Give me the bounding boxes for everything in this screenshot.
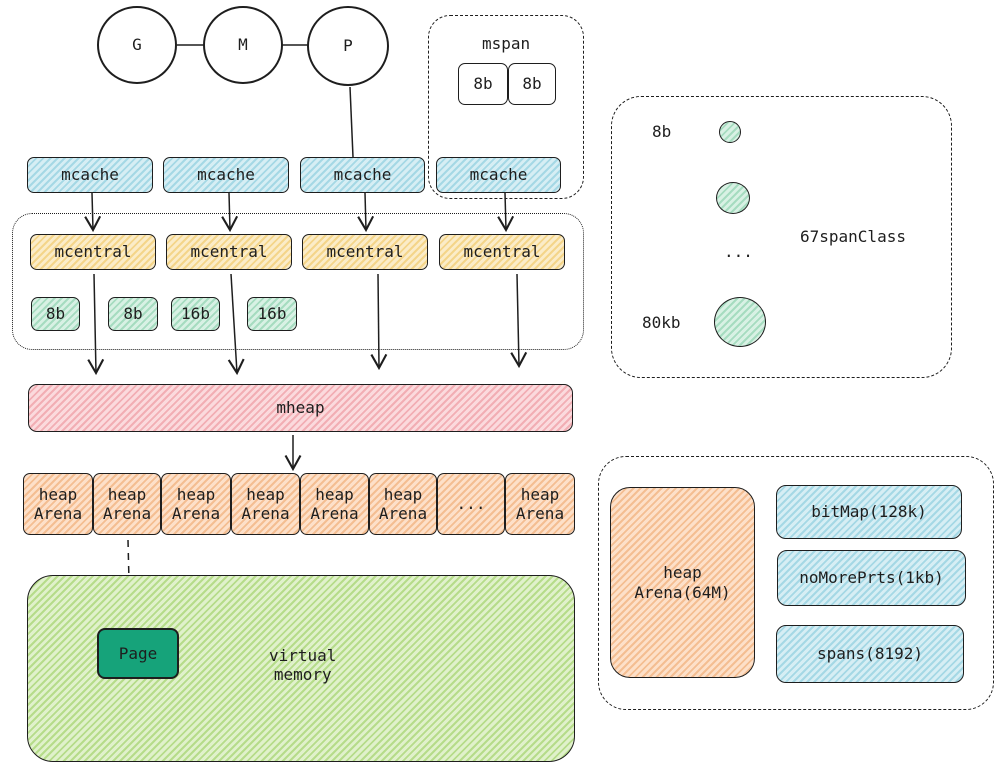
machine-label: M [238, 35, 248, 55]
mspan-title: mspan [482, 34, 531, 53]
page-block: Page [97, 628, 179, 679]
heap-arena-1: heap Arena [23, 473, 93, 535]
p-mcache-connector [349, 86, 354, 158]
span-class-dot-small [719, 121, 741, 143]
mcentral-mheap-arrow-2 [227, 273, 245, 376]
span-class-large-label: 80kb [642, 313, 681, 332]
mcentral-mheap-arrow-4 [510, 273, 528, 369]
mheap-bar: mheap [28, 384, 573, 432]
arena-detail-bitmap: bitMap(128k) [776, 485, 962, 539]
span-class-ellipsis: ... [724, 242, 753, 261]
mcentral-3: mcentral [302, 234, 428, 270]
span-class-dot-medium [716, 182, 750, 214]
mcache-4: mcache [436, 157, 561, 193]
span-class-small-label: 8b [652, 122, 672, 141]
heap-arena-6: heap Arena [369, 473, 437, 535]
heap-arena-4: heap Arena [231, 473, 300, 535]
machine-node: M [203, 6, 283, 84]
virtual-memory-label: virtual memory [269, 646, 337, 685]
goroutine-node: G [97, 6, 177, 84]
span-block-1: 8b [31, 297, 80, 331]
heap-arena-3: heap Arena [161, 473, 231, 535]
mcache-mcentral-arrow-2 [221, 192, 239, 233]
mcentral-group [12, 213, 584, 350]
mspan-group [428, 15, 584, 199]
arena-detail-spans: spans(8192) [776, 625, 964, 683]
processor-node: P [307, 6, 389, 86]
mcentral-mheap-arrow-3 [370, 273, 388, 371]
heap-arena-2: heap Arena [93, 473, 161, 535]
arena-detail-panel [598, 456, 994, 710]
mcache-1: mcache [27, 157, 153, 193]
span-block-4: 16b [247, 297, 297, 331]
heap-arena-last: heap Arena [505, 473, 575, 535]
mspan-block-2: 8b [508, 63, 556, 105]
span-block-3: 16b [171, 297, 220, 331]
heap-arena-ellipsis: ... [437, 473, 505, 535]
span-class-dot-large [714, 297, 766, 347]
span-class-title: 67spanClass [800, 227, 906, 246]
mcache-3: mcache [300, 157, 425, 193]
mcentral-mheap-arrow-1 [87, 273, 105, 376]
mcache-mcentral-arrow-3 [357, 192, 375, 233]
arena-detail-arena: heap Arena(64M) [610, 487, 755, 678]
heap-arena-5: heap Arena [300, 473, 369, 535]
mcentral-1: mcentral [30, 234, 156, 270]
span-block-2: 8b [108, 297, 158, 331]
mcentral-4: mcentral [439, 234, 565, 270]
goroutine-label: G [132, 35, 142, 55]
processor-label: P [343, 36, 353, 56]
arena-detail-nomoreptrs: noMorePrts(1kb) [777, 550, 966, 606]
mcentral-2: mcentral [166, 234, 292, 270]
mspan-block-1: 8b [458, 63, 508, 105]
mcache-2: mcache [163, 157, 289, 193]
mcache-mcentral-arrow-4 [497, 192, 515, 233]
span-class-panel [611, 96, 952, 378]
mcache-mcentral-arrow-1 [84, 192, 102, 233]
